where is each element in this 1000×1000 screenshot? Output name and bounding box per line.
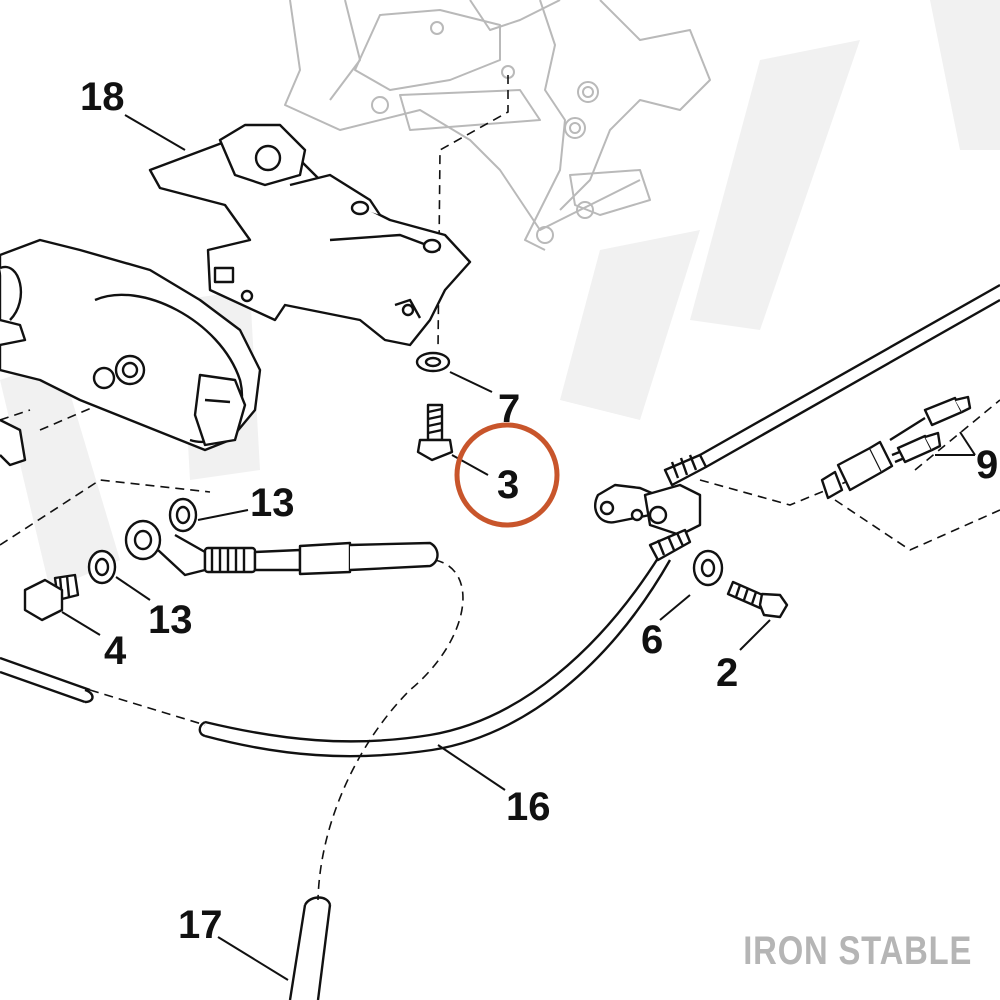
part-4-banjo-bolt — [23, 573, 80, 622]
callout-9: 9 — [976, 443, 998, 487]
brake-hose-front — [124, 519, 439, 577]
callout-4: 4 — [104, 629, 127, 673]
part-7-washer — [415, 351, 451, 373]
highlight-ring — [454, 422, 560, 528]
part-2-bolt — [726, 580, 789, 619]
leader-lines — [61, 114, 976, 981]
part-13-crush-washers — [87, 497, 198, 585]
callout-13-lower: 13 — [148, 598, 193, 642]
upper-brake-line — [699, 283, 1000, 469]
part-16-brake-line — [0, 554, 672, 758]
callout-17: 17 — [178, 903, 223, 947]
brand-watermark: IRON STABLE — [743, 929, 972, 973]
frame-assembly-ghost — [284, 0, 711, 251]
callout-13-upper: 13 — [250, 481, 295, 525]
callout-16: 16 — [506, 785, 551, 829]
callout-7: 7 — [498, 387, 520, 431]
part-6-washer — [692, 549, 724, 587]
part-18-bracket — [148, 123, 472, 347]
callout-2: 2 — [716, 651, 738, 695]
callout-3: 3 — [497, 463, 519, 507]
callout-6: 6 — [641, 618, 663, 662]
part-3-bolt — [416, 403, 454, 462]
master-cylinder — [0, 238, 262, 467]
part-17-brake-line — [288, 896, 332, 1000]
junction-block — [593, 453, 708, 562]
callout-labels: 18 7 3 13 13 4 9 6 2 16 17 — [80, 75, 998, 947]
part-9-brake-switch — [820, 395, 972, 500]
callout-18: 18 — [80, 75, 125, 119]
